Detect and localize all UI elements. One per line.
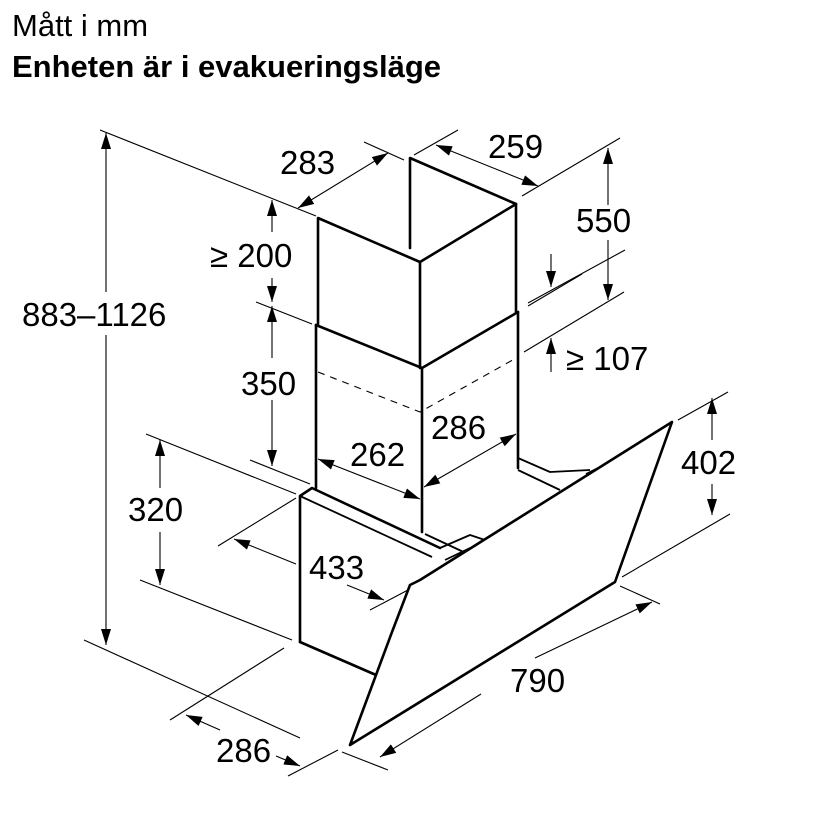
label-262: 262: [350, 436, 405, 473]
label-402: 402: [681, 444, 736, 481]
units-title: Mått i mm: [12, 8, 149, 43]
label-gap-200: ≥ 200: [210, 237, 292, 274]
label-total-height: 883–1126: [22, 296, 166, 333]
lower-chimney: [314, 310, 520, 534]
mode-subtitle: Enheten är i evakueringsläge: [12, 49, 442, 84]
label-433: 433: [309, 549, 364, 586]
label-259: 259: [488, 128, 543, 165]
label-350: 350: [241, 365, 296, 402]
label-790: 790: [510, 662, 565, 699]
upper-chimney: [316, 156, 518, 370]
label-overlap-107: ≥ 107: [566, 340, 648, 377]
label-286-base: 286: [216, 732, 271, 769]
hood-drawing: [298, 156, 674, 747]
label-320: 320: [128, 491, 183, 528]
label-286-chimney: 286: [431, 409, 486, 446]
glass-panel: [348, 420, 674, 747]
label-283: 283: [280, 144, 335, 181]
label-550: 550: [576, 202, 631, 239]
dimension-lines: [83, 129, 731, 777]
dimension-labels: 883–1126 283 259 550 ≥ 200 ≥ 107 350 262…: [22, 128, 736, 769]
